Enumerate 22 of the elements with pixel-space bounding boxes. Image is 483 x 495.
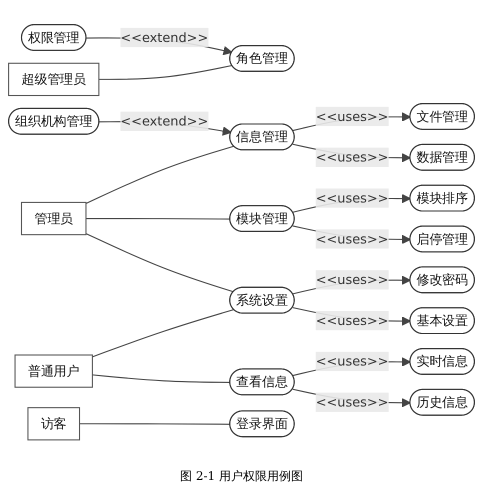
edge-label: <<extend>>	[120, 30, 208, 46]
edge-label: <<uses>>	[316, 395, 388, 410]
connector	[86, 233, 234, 293]
edge-label: <<uses>>	[316, 190, 388, 206]
connector	[98, 65, 232, 80]
edge-label: <<uses>>	[316, 109, 388, 124]
connector	[86, 218, 230, 220]
edge-label: <<uses>>	[316, 354, 388, 370]
node-box: 普通用户	[14, 354, 93, 388]
connector	[92, 374, 230, 384]
connector	[92, 309, 234, 358]
edge-label: <<uses>>	[316, 313, 388, 328]
connector	[80, 423, 230, 426]
edge-label: <<uses>>	[316, 232, 388, 247]
edge-label: <<extend>>	[120, 114, 208, 130]
figure-caption: 图 2-1 用户权限用例图	[180, 468, 303, 485]
node-box: 管理员	[20, 202, 86, 236]
node-box: 超级管理员	[8, 63, 100, 96]
connector	[86, 146, 234, 204]
node-box: 访客	[27, 407, 80, 441]
edge-label: <<uses>>	[316, 272, 388, 288]
edge-label: <<uses>>	[316, 150, 388, 166]
